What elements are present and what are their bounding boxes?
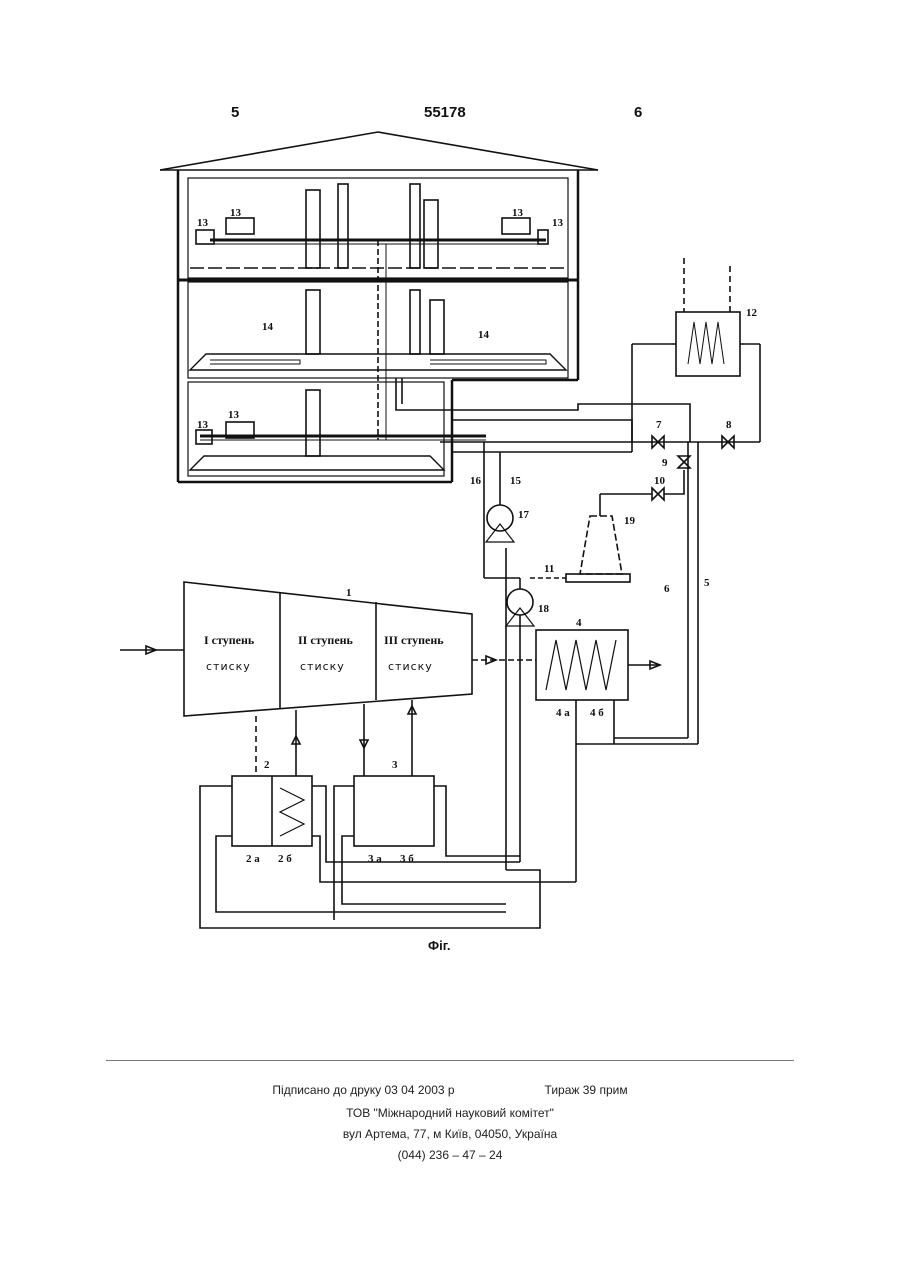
label-3b: 3 б: [400, 853, 414, 865]
stage-1-title: I ступень: [204, 633, 255, 647]
label-6: 6: [664, 583, 670, 595]
building: [160, 132, 690, 482]
label-13d: 13: [552, 217, 564, 229]
label-4a: 4 а: [556, 707, 570, 719]
stage-3-hand: стиску: [388, 660, 433, 673]
imprint-address: вул Артема, 77, м Київ, 04050, Україна: [0, 1127, 900, 1141]
footer-rule: [106, 1060, 794, 1061]
figure-caption: Фіг.: [428, 938, 450, 953]
label-13c: 13: [512, 207, 524, 219]
label-10: 10: [654, 475, 666, 487]
label-7: 7: [656, 419, 662, 431]
imprint-signed: Підписано до друку 03 04 2003 р: [272, 1083, 454, 1097]
label-9: 9: [662, 457, 668, 469]
imprint-circulation: Тираж 39 прим: [545, 1083, 628, 1097]
label-5: 5: [704, 577, 710, 589]
imprint-publisher: ТОВ "Міжнародний науковий комітет": [0, 1106, 900, 1120]
compressor: [120, 582, 536, 776]
patent-figure: 13 13 13 13 13 13 14 14 12 7 8 9 10 15 1…: [0, 0, 900, 960]
label-13b: 13: [230, 207, 242, 219]
label-15: 15: [510, 475, 522, 487]
stage-2-title: II ступень: [298, 633, 354, 647]
imprint-phone: (044) 236 – 47 – 24: [0, 1148, 900, 1162]
label-17: 17: [518, 509, 530, 521]
label-1: 1: [346, 587, 352, 599]
label-2b: 2 б: [278, 853, 292, 865]
label-13e: 13: [197, 419, 209, 431]
label-19: 19: [624, 515, 636, 527]
label-13f: 13: [228, 409, 240, 421]
label-16: 16: [470, 475, 482, 487]
figure-labels: 13 13 13 13 13 13 14 14 12 7 8 9 10 15 1…: [197, 207, 758, 865]
label-4: 4: [576, 617, 582, 629]
label-18: 18: [538, 603, 550, 615]
label-2a: 2 а: [246, 853, 260, 865]
label-3: 3: [392, 759, 398, 771]
label-12: 12: [746, 307, 758, 319]
stage-3-title: III ступень: [384, 633, 444, 647]
stage-2-hand: стиску: [300, 660, 345, 673]
imprint-line-1: Підписано до друку 03 04 2003 р Тираж 39 …: [0, 1083, 900, 1097]
label-3a: 3 а: [368, 853, 382, 865]
label-4b: 4 б: [590, 707, 604, 719]
label-14b: 14: [478, 329, 490, 341]
label-11: 11: [544, 563, 554, 575]
heat-exchanger-4: [536, 630, 660, 882]
stage-1-hand: стиску: [206, 660, 251, 673]
label-2: 2: [264, 759, 270, 771]
label-14a: 14: [262, 321, 274, 333]
label-8: 8: [726, 419, 732, 431]
label-13a: 13: [197, 217, 209, 229]
